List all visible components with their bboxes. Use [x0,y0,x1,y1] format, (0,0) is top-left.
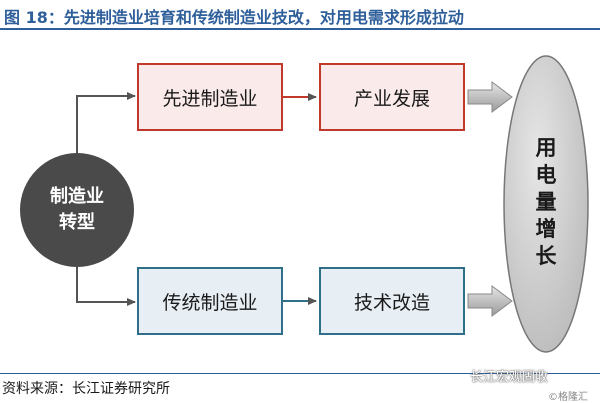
result-oval [503,55,589,353]
industry-development-label: 产业发展 [353,88,430,110]
advanced-manufacturing-box [137,63,283,131]
source-note: 资料来源：长江证券研究所 [2,381,170,397]
advanced-manufacturing-label: 先进制造业 [162,88,258,110]
start-circle [20,153,134,267]
figure-title: 图 18：先进制造业培育和传统制造业技改，对用电需求形成拉动 [4,8,464,27]
flow-diagram: 制造业 转型 先进制造业 产业发展 传统制造业 技术改造 用 电 量 增 长 [0,32,600,368]
connector-to-traditional [76,262,136,306]
title-rule [0,28,600,30]
start-circle-line-1: 制造业 [50,186,104,207]
start-circle-line-2: 转型 [59,212,95,233]
watermark-text: 长江宏观固收 [470,370,549,385]
result-char-4: 增 [535,217,557,241]
traditional-manufacturing-label: 传统制造业 [162,292,258,314]
technical-upgrade-box [319,267,465,335]
result-char-5: 长 [535,244,557,268]
result-char-1: 用 [535,136,557,160]
block-arrow-bottom [467,285,513,317]
connector-to-advanced [76,92,136,172]
diagram-svg [20,55,589,353]
block-arrow-top [467,81,513,113]
figure-title-bar: 图 18：先进制造业培育和传统制造业技改，对用电需求形成拉动 [0,0,600,28]
start-circle-label: 制造业 转型 [30,184,124,236]
traditional-manufacturing-box [137,267,283,335]
source-rule [0,373,600,374]
technical-upgrade-label: 技术改造 [353,292,430,314]
result-oval-label: 用 电 量 增 长 [526,135,566,270]
industry-development-box [319,63,465,131]
result-char-2: 电 [535,163,557,187]
result-char-3: 量 [535,190,557,214]
watermark-small-text: ©格隆汇 [548,392,588,403]
